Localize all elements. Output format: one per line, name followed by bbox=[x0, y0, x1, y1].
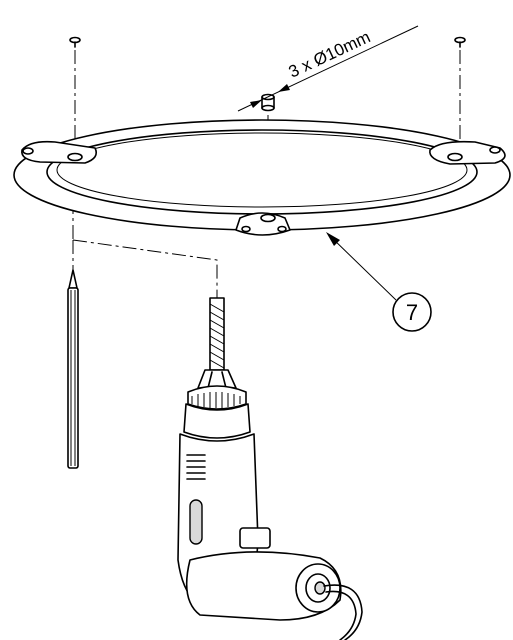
ring-inner-rim bbox=[56, 132, 468, 208]
drill-vents bbox=[186, 454, 206, 480]
callout-circle bbox=[392, 292, 432, 332]
dimension-label: 3 x Ø10mm bbox=[286, 27, 374, 81]
ring-inner-edge bbox=[46, 129, 478, 215]
callout-7: 7 bbox=[326, 232, 432, 332]
drill-bit-icon bbox=[209, 297, 225, 371]
pencil-icon bbox=[67, 269, 79, 469]
dimension-arrow-left bbox=[250, 100, 262, 108]
drill-switch bbox=[239, 527, 271, 549]
power-drill-icon bbox=[177, 297, 363, 640]
mounting-ring-icon bbox=[13, 119, 511, 236]
dimension-arrow-right bbox=[278, 84, 290, 92]
callout-arrow bbox=[326, 232, 340, 246]
screw-icon bbox=[454, 36, 466, 48]
screw-icon bbox=[69, 36, 81, 48]
ring-tab-left bbox=[21, 140, 98, 164]
drill-trigger bbox=[189, 499, 203, 545]
drill-cable bbox=[323, 584, 363, 640]
dimension-annotation: 3 x Ø10mm bbox=[237, 25, 419, 112]
callout-leader bbox=[329, 235, 397, 301]
dimension-leader-line bbox=[237, 25, 419, 112]
hole-marker bbox=[261, 93, 275, 112]
callout-number: 7 bbox=[406, 300, 418, 325]
